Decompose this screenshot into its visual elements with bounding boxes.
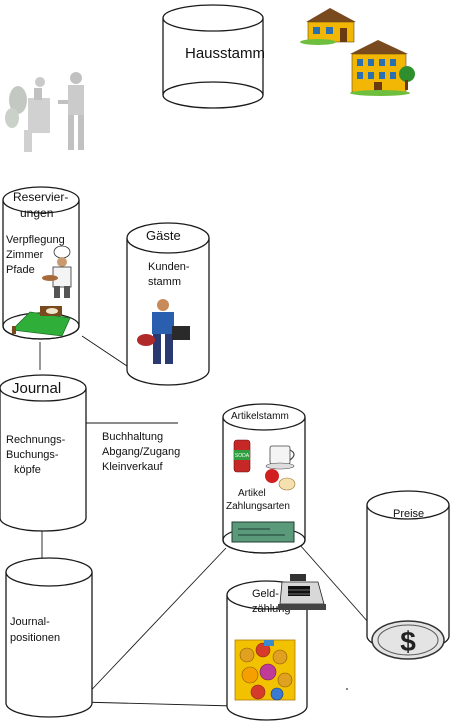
journal-sub-1: Rechnungs- — [6, 434, 66, 446]
link-positionen-geldzaehlung — [79, 701, 235, 707]
journalpositionen-line-1: Journal- — [10, 616, 50, 628]
buchhaltung-line-2: Abgang/Zugang — [102, 446, 180, 458]
buchhaltung-line-1: Buchhaltung — [102, 431, 163, 443]
connector-lines — [39, 335, 369, 707]
cash-register-icon — [278, 574, 326, 610]
apple-icon — [265, 469, 296, 491]
preise-title: Preise — [393, 508, 424, 520]
artikelstamm-sub-1: Artikel — [238, 488, 266, 499]
stray-dot — [346, 688, 348, 690]
gaeste-title: Gäste — [146, 228, 181, 243]
people-meeting-icon — [5, 72, 84, 152]
soda-can-icon: SODA — [233, 439, 251, 473]
hausstamm-label: Hausstamm — [185, 45, 265, 62]
reservierungen-item-3: Pfade — [6, 264, 35, 276]
money-pile-icon — [234, 639, 296, 701]
cylinder-journal: Journal Rechnungs- Buchungs- köpfe — [0, 374, 87, 532]
buchhaltung-line-3: Kleinverkauf — [102, 461, 163, 473]
link-artikelstamm-journalpositionen — [79, 547, 227, 703]
soda-text: SODA — [235, 453, 250, 459]
cylinder-journalpositionen: Journal- positionen — [5, 557, 93, 718]
cylinder-preise: Preise — [366, 490, 450, 651]
chef-icon — [42, 245, 72, 298]
reservierungen-title-2: ungen — [20, 206, 53, 220]
journal-sub-2: Buchungs- — [6, 449, 59, 461]
cylinder-reservierungen: Reservier- ungen Verpflegung Zimmer Pfad… — [2, 186, 80, 340]
link-artikelstamm-preise — [299, 544, 369, 623]
cylinder-gaeste: Gäste Kunden- stamm — [126, 222, 210, 386]
dollar-coin-icon: $ — [371, 620, 445, 660]
journal-title: Journal — [12, 380, 61, 397]
link-reservierungen-gaeste — [81, 335, 131, 369]
traveler-icon — [137, 299, 190, 364]
reservierungen-item-2: Zimmer — [6, 249, 44, 261]
reservierungen-title-1: Reservier- — [13, 190, 68, 204]
small-house-icon — [300, 8, 356, 45]
geldzaehlung-line-1: Geld- — [252, 588, 279, 600]
dollar-symbol: $ — [400, 626, 416, 657]
journal-sub-3: köpfe — [14, 464, 41, 476]
buchhaltung-note: Buchhaltung Abgang/Zugang Kleinverkauf — [102, 431, 180, 473]
gaeste-sub-1: Kunden- — [148, 261, 190, 273]
large-house-icon — [350, 40, 415, 96]
artikelstamm-title: Artikelstamm — [231, 411, 289, 422]
bed-icon — [11, 306, 71, 337]
check-icon — [231, 521, 295, 543]
cylinder-hausstamm: Hausstamm — [162, 4, 265, 109]
journalpositionen-line-2: positionen — [10, 632, 60, 644]
reservierungen-item-1: Verpflegung — [6, 234, 65, 246]
artikelstamm-sub-2: Zahlungsarten — [226, 501, 290, 512]
coffee-cup-icon — [265, 445, 295, 470]
gaeste-sub-2: stamm — [148, 276, 181, 288]
